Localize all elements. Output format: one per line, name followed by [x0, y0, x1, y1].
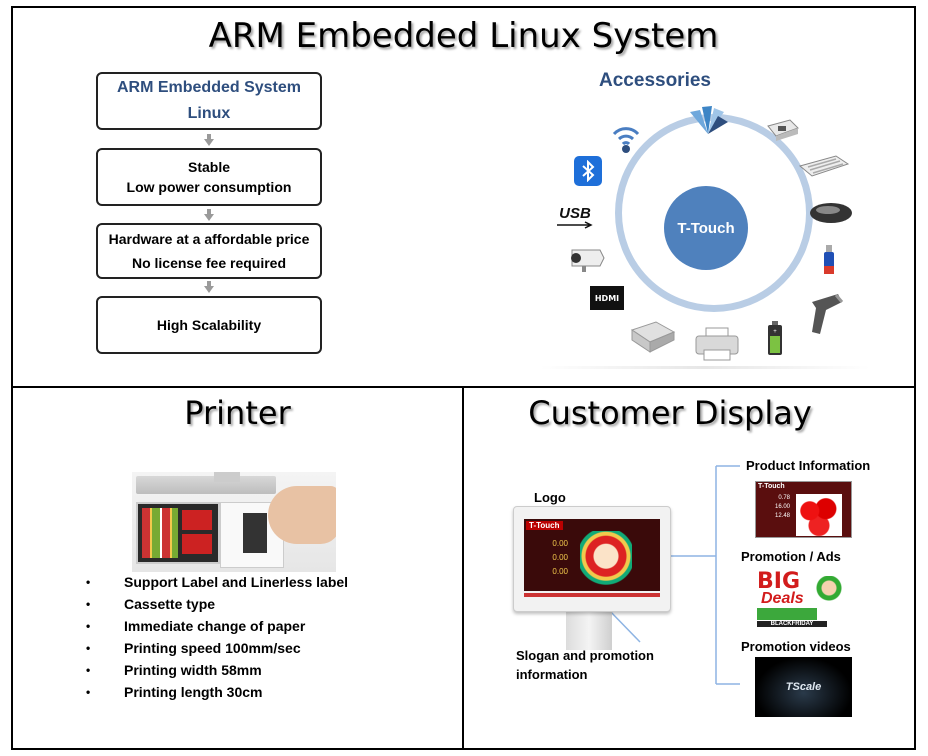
flow-arrow-2 — [204, 209, 214, 221]
printer-title: Printer — [184, 394, 291, 432]
flow-box-hardware: Hardware at a affordable price No licens… — [96, 223, 322, 279]
flow-arrow-1 — [204, 134, 214, 146]
product-info-label: Product Information — [746, 458, 871, 473]
feature-item: Printing length 30cm — [86, 683, 364, 701]
flow-box-stable-line2: Low power consumption — [126, 179, 292, 195]
flow-box-arm: ARM Embedded System Linux — [96, 72, 322, 130]
product-values: 0.78 16.00 12.48 — [762, 494, 790, 521]
cash-drawer-icon — [630, 318, 676, 354]
hdmi-text: HDMI — [594, 293, 620, 303]
promotion-ad-thumbnail: BIG Deals BLACKFRIDAY — [755, 570, 852, 630]
flow-box-stable: Stable Low power consumption — [96, 148, 322, 206]
screen-brand: T-Touch — [526, 521, 563, 530]
accessories-title: Accessories — [599, 70, 711, 91]
ad-green-banner — [757, 608, 817, 620]
ad-deals-text: Deals — [761, 590, 804, 607]
printer-icon — [694, 326, 740, 362]
printer-features: Support Label and Linerless label Casset… — [86, 573, 364, 705]
usb-icon: USB — [552, 204, 598, 230]
promotion-video-thumbnail: TScale — [755, 657, 852, 717]
svg-text:+: + — [773, 329, 777, 335]
display-title: Customer Display — [528, 394, 812, 432]
product-brand: T-Touch — [758, 483, 785, 490]
strawberry-image — [796, 494, 842, 536]
wifi-icon — [610, 118, 642, 154]
battery-icon: + — [766, 320, 784, 356]
scale-screen — [136, 502, 220, 564]
promotion-videos-label: Promotion videos — [741, 639, 851, 654]
usb-text: USB — [559, 204, 591, 222]
flow-arrow-3 — [204, 281, 214, 293]
flow-box-hardware-line1: Hardware at a affordable price — [108, 231, 310, 247]
flow-box-scalability-line1: High Scalability — [156, 317, 262, 333]
display-stand — [566, 606, 612, 650]
mouse-icon — [808, 200, 854, 226]
display-screen: T-Touch 0.00 0.00 0.00 — [524, 519, 660, 591]
feature-item: Support Label and Linerless label — [86, 573, 364, 591]
ad-blackfriday-text: BLACKFRIDAY — [757, 621, 827, 627]
keyboard-icon — [798, 152, 850, 180]
hand — [268, 486, 336, 544]
accessories-floor — [540, 366, 870, 369]
bluetooth-icon — [574, 156, 602, 186]
barcode-scanner-icon — [806, 292, 846, 338]
screen-values: 0.00 0.00 0.00 — [528, 537, 568, 579]
usb-stick-icon — [822, 244, 836, 276]
ethernet-plug-icon — [764, 116, 802, 142]
flow-box-arm-line2: Linux — [187, 105, 231, 122]
feature-item: Cassette type — [86, 595, 364, 613]
ad-big-text: BIG — [757, 570, 801, 594]
slogan-label: Slogan and promotion information — [516, 648, 654, 682]
camera-icon — [564, 244, 606, 274]
t-touch-circle: T-Touch — [664, 186, 748, 270]
screen-value: 0.00 — [552, 539, 568, 548]
top-title: ARM Embedded Linux System — [208, 16, 719, 56]
promotion-ads-label: Promotion / Ads — [741, 549, 841, 564]
screen-value: 0.00 — [552, 567, 568, 576]
logo-label: Logo — [534, 490, 566, 505]
product-value: 16.00 — [774, 504, 790, 510]
opera-mask-image — [580, 531, 632, 587]
feature-item: Printing speed 100mm/sec — [86, 639, 364, 657]
feature-item: Immediate change of paper — [86, 617, 364, 635]
product-value: 12.48 — [774, 513, 790, 519]
flow-box-stable-line1: Stable — [187, 159, 230, 175]
ad-elf-image — [815, 576, 843, 616]
video-brand-text: TScale — [785, 681, 822, 693]
scale-platform — [136, 476, 276, 494]
printer-photo — [132, 472, 336, 572]
screen-value: 0.00 — [552, 553, 568, 562]
hdmi-icon: HDMI — [590, 286, 624, 310]
display-footer — [524, 593, 660, 597]
flow-box-arm-line1: ARM Embedded System — [116, 79, 302, 96]
flow-box-scalability: High Scalability — [96, 296, 322, 354]
flow-box-hardware-line2: No license fee required — [131, 255, 287, 271]
network-icon — [686, 104, 730, 138]
product-info-thumbnail: T-Touch 0.78 16.00 12.48 — [755, 481, 852, 538]
display-device: T-Touch 0.00 0.00 0.00 — [513, 506, 671, 612]
feature-item: Printing width 58mm — [86, 661, 364, 679]
scale-pole — [214, 472, 240, 482]
product-value: 0.78 — [778, 495, 790, 501]
t-touch-label: T-Touch — [677, 219, 735, 237]
